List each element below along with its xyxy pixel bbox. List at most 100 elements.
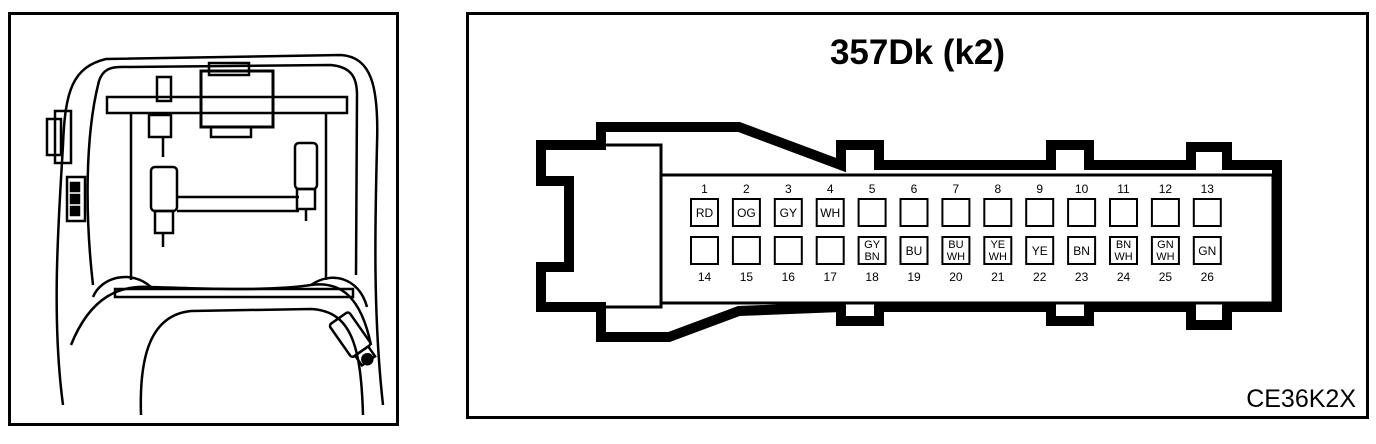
pin-number: 23 (1075, 270, 1089, 284)
wire-color-label: BN (1116, 239, 1131, 251)
pin-number: 2 (743, 182, 750, 196)
wire-color-label: YE (1032, 244, 1048, 258)
seat-location-illustration (45, 53, 385, 416)
pin-number: 10 (1075, 182, 1089, 196)
pin-box (815, 236, 845, 265)
pin-box (690, 198, 719, 227)
pin-box (1067, 236, 1097, 265)
pin-cavity-17: 17 (815, 236, 845, 284)
pin-number: 19 (907, 270, 921, 284)
pin-number: 12 (1159, 182, 1173, 196)
pin-number: 4 (827, 182, 834, 196)
pin-cavity-3: 3GY (773, 182, 803, 227)
pin-cavity-8: 8 (983, 182, 1013, 227)
location-illustration-panel (8, 12, 399, 426)
pin-box (1025, 236, 1055, 265)
drawing-code: CE36K2X (1246, 385, 1356, 413)
pin-number: 6 (911, 182, 918, 196)
pin-number: 18 (865, 270, 879, 284)
wire-color-label: BU (906, 244, 923, 258)
pin-number: 15 (740, 270, 754, 284)
pin-number: 14 (698, 270, 712, 284)
pin-cavity-26: 26 GN (1192, 236, 1222, 284)
wire-color-label: GN (1198, 244, 1216, 258)
pin-number: 25 (1159, 270, 1173, 284)
pin-number: 26 (1201, 270, 1215, 284)
wire-color-label: WH (989, 251, 1007, 263)
wire-color-label: WH (1114, 251, 1132, 263)
pin-number: 1 (701, 182, 708, 196)
pin-cavity-5: 5 (857, 182, 887, 227)
pin-box (690, 236, 719, 265)
pin-box (1109, 236, 1138, 265)
wire-color-label: YE (990, 239, 1005, 251)
pin-cavity-4: 4WH (815, 182, 845, 227)
pin-cavity-2: 2OG (731, 182, 761, 227)
wire-color-label: GN (1157, 239, 1174, 251)
pin-box (1025, 198, 1055, 227)
pin-box (1150, 198, 1180, 227)
pin-box (1150, 236, 1180, 265)
wire-color-label: BN (864, 251, 879, 263)
pin-cavity-9: 9 (1025, 182, 1055, 227)
pin-number: 5 (869, 182, 876, 196)
wire-color-label: GY (780, 206, 797, 220)
pin-box (857, 236, 887, 265)
pin-cavity-22: 22 YE (1025, 236, 1055, 284)
pin-box (1067, 198, 1097, 227)
pin-box (983, 236, 1013, 265)
wire-color-label: WH (1156, 251, 1174, 263)
pin-box (815, 198, 845, 227)
pin-cavity-19: 19 BU (899, 236, 929, 284)
pin-cavity-6: 6 (899, 182, 929, 227)
wire-color-label: RD (696, 206, 714, 220)
pin-cavity-14: 14 (690, 236, 719, 284)
pin-box (941, 198, 971, 227)
connector-housing (536, 122, 1282, 342)
pin-cavity-10: 10 (1067, 182, 1097, 227)
pin-box (773, 236, 803, 265)
pin-cavity-12: 12 (1150, 182, 1180, 227)
pin-cavity-13: 13 (1192, 182, 1222, 227)
pin-cavity-23: 23 BN (1067, 236, 1097, 284)
pin-cavity-16: 16 (773, 236, 803, 284)
wire-color-label: GY (864, 239, 881, 251)
wire-color-label: WH (947, 251, 965, 263)
pin-box (1192, 236, 1222, 265)
pin-box (983, 198, 1013, 227)
pin-number: 3 (785, 182, 792, 196)
pin-number: 13 (1201, 182, 1215, 196)
pin-number: 20 (949, 270, 963, 284)
pin-box (899, 198, 929, 227)
pin-number: 24 (1117, 270, 1131, 284)
pin-cavity-7: 7 (941, 182, 971, 227)
pin-cavity-15: 15 (731, 236, 761, 284)
pin-box (731, 236, 761, 265)
pin-box (731, 198, 761, 227)
wire-color-label: OG (737, 206, 756, 220)
pin-number: 11 (1117, 182, 1130, 196)
wire-color-label: WH (820, 206, 840, 220)
pin-number: 9 (1036, 182, 1043, 196)
pin-box (773, 198, 803, 227)
pin-box (1109, 198, 1138, 227)
pin-box (941, 236, 971, 265)
pin-cavity-11: 11 (1109, 182, 1138, 227)
pin-number: 17 (824, 270, 838, 284)
wire-color-label: BN (1073, 244, 1090, 258)
pin-box (1192, 198, 1222, 227)
pin-number: 8 (994, 182, 1001, 196)
pin-number: 22 (1033, 270, 1047, 284)
pin-cavity-1: 1RD (690, 182, 719, 227)
connector-title: 357Dk (k2) (829, 33, 1006, 72)
pin-box (899, 236, 929, 265)
pin-number: 7 (953, 182, 960, 196)
